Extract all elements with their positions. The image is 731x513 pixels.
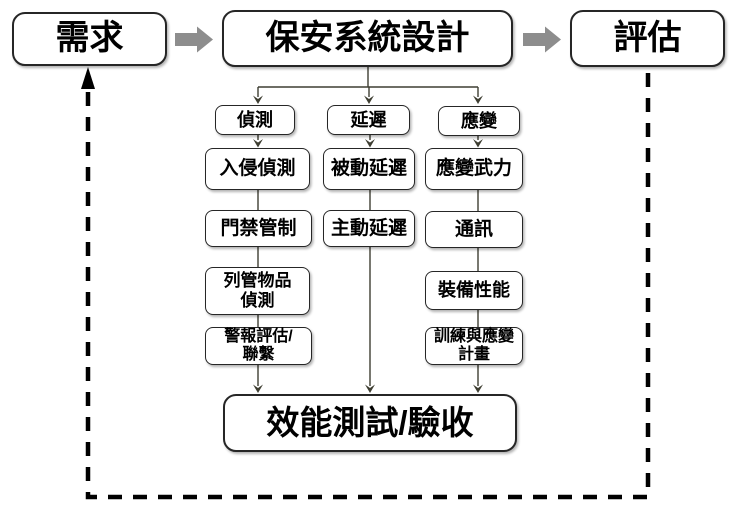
node-intrusion-detection: 入侵偵測	[205, 148, 310, 190]
feedback-loop-dashed-line	[85, 67, 651, 500]
node-detection-category: 偵測	[215, 105, 295, 135]
node-training-response-plan: 訓練與應變 計畫	[425, 327, 523, 365]
feedback-up-arrowhead-icon	[81, 67, 95, 89]
node-communications: 通訊	[425, 211, 523, 248]
node-active-delay: 主動延遲	[323, 210, 415, 247]
design-split-arrowheads	[253, 95, 483, 104]
node-contraband-detection: 列管物品 偵測	[205, 267, 310, 315]
node-response-category: 應變	[438, 106, 520, 136]
design-split-connector	[257, 67, 479, 97]
node-evaluation: 評估	[570, 10, 725, 67]
node-response-force: 應變武力	[425, 148, 523, 190]
node-security-system-design: 保安系統設計	[222, 10, 513, 67]
node-access-control: 門禁管制	[205, 210, 312, 247]
node-performance-test-acceptance: 效能測試/驗收	[223, 394, 517, 452]
block-arrow-requirements-to-design-icon	[175, 26, 213, 53]
delay-column-arrowheads	[365, 139, 375, 393]
node-alarm-assessment: 警報評估/ 聯繫	[205, 327, 312, 365]
node-requirements: 需求	[12, 12, 167, 66]
node-equipment-performance: 裝備性能	[425, 271, 523, 310]
node-delay-category: 延遲	[327, 105, 410, 135]
block-arrow-design-to-evaluation-icon	[523, 26, 561, 53]
response-column-arrowheads	[473, 139, 483, 393]
detection-column-arrowheads	[253, 139, 263, 393]
node-passive-delay: 被動延遲	[323, 148, 415, 190]
